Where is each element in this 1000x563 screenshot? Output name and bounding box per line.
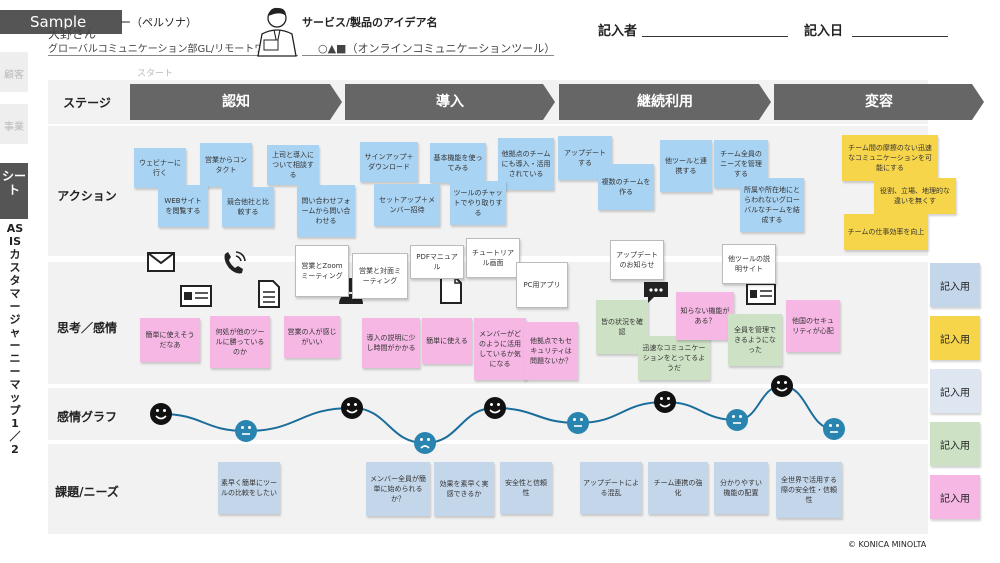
idea-label: サービス/製品のアイデア名 (302, 16, 438, 29)
touchpoint-note: PDFマニュアル (410, 245, 464, 279)
touchpoint-note: 営業と対面ミーティング (352, 253, 408, 299)
action-note: 基本機能を使ってみる (430, 143, 486, 183)
idea-name: ○▲■（オンラインコミュニケーションツール） (318, 42, 556, 55)
row-label-action: アクション (57, 189, 117, 203)
thought-note: 迅速なコミュニケーションをとってるようだ (638, 336, 710, 380)
side-tab-2[interactable]: 事業 (0, 104, 28, 144)
mail-icon (147, 252, 175, 272)
neutral-face-icon (235, 420, 257, 442)
side-tab-active[interactable]: シート (0, 163, 28, 219)
thought-note: 簡単に使えそうだなあ (140, 318, 200, 362)
needs-note: チーム連携の強化 (648, 462, 708, 514)
thought-note: 他国のセキュリティが心配 (786, 300, 840, 352)
copyright: © KONICA MINOLTA (848, 540, 927, 549)
side-tab-1[interactable]: 顧客 (0, 52, 28, 92)
action-note: サインアップ＋ダウンロード (360, 142, 418, 182)
action-note: 競合他社と比較する (222, 187, 274, 227)
neutral-face-icon (823, 418, 845, 440)
web-form-icon (746, 283, 776, 305)
stage-awareness: 認知 (130, 84, 342, 120)
action-note: ウェビナーに行く (134, 148, 186, 188)
date-label: 記入日 (804, 24, 844, 39)
thought-note: 導入の説明に少し時間がかかる (362, 318, 420, 368)
action-note: 所属や所在地にとらわれないグローバルなチームを結成する (740, 178, 804, 232)
needs-note: 安全性と信頼性 (500, 462, 552, 514)
thought-note: 営業の人が感じがいい (284, 316, 340, 358)
neutral-face-icon (726, 409, 748, 431)
stage-introduction: 導入 (345, 84, 555, 120)
date-field[interactable] (852, 36, 948, 37)
thought-note: 全員を管理できるようになった (728, 314, 782, 366)
touchpoint-note: アップデートのお知らせ (610, 240, 664, 280)
thought-note: 他拠点でもセキュリティは問題ないか？ (524, 322, 578, 380)
touchpoint-note: PC用アプリ (516, 262, 568, 308)
happy-face-icon (341, 397, 363, 419)
needs-note: 全世界で活用する際の安全性・信頼性 (776, 462, 842, 518)
fill-in-note[interactable]: 記入用 (930, 422, 980, 466)
row-label-needs: 課題/ニーズ (55, 485, 119, 499)
action-note: チームの仕事効率を向上 (844, 214, 928, 250)
thought-note: 簡単に使える (422, 318, 472, 364)
needs-note: アップデートによる混乱 (580, 462, 642, 514)
fill-in-note[interactable]: 記入用 (930, 369, 980, 413)
fill-in-note[interactable]: 記入用 (930, 475, 980, 519)
thought-note: メンバーがどのように活用しているか気になる (474, 318, 526, 380)
neutral-face-icon (567, 412, 589, 434)
action-note: 営業からコンタクト (200, 143, 252, 187)
emotion-line (160, 384, 835, 445)
writer-label: 記入者 (598, 24, 638, 39)
row-label-stage: ステージ (63, 96, 111, 110)
touchpoint-note: 他ツールの説明サイト (722, 244, 776, 284)
action-note: セットアップ＋メンバー招待 (374, 184, 440, 226)
row-label-emotion: 感情グラフ (56, 410, 117, 424)
action-note: 他拠点のチームにも導入・活用されている (498, 138, 554, 190)
persona-underline (48, 55, 298, 56)
sad-face-icon (414, 432, 436, 454)
action-note: 役割、立場、地理的な違いを無くす (874, 178, 956, 214)
stage-continued-use: 継続利用 (559, 84, 771, 120)
action-note: 問い合わせフォームから問い合わせる (297, 185, 355, 237)
needs-note: 効果を素早く実感できるか (434, 462, 494, 516)
persona-role: グローバルコミュニケーション部GL/リモートワーク (48, 44, 285, 55)
touchpoint-note: チュートリアル画面 (466, 238, 520, 278)
persona-name: 大野さん (48, 27, 97, 41)
action-note: WEBサイトを閲覧する (158, 185, 208, 227)
web-form-icon (180, 285, 212, 307)
thought-note: 知らない機能がある？ (676, 292, 734, 340)
document-icon (258, 280, 280, 308)
happy-face-icon (150, 403, 172, 425)
happy-face-icon (654, 391, 676, 413)
sample-label: Sample (0, 10, 122, 34)
persona-label: ー（ペルソナ） (120, 16, 197, 29)
action-note: 他ツールと連携する (660, 140, 712, 192)
fill-in-note[interactable]: 記入用 (930, 316, 980, 360)
phone-icon (224, 251, 246, 274)
action-note: チーム間の摩擦のない迅速なコミュニケーションを可能にする (842, 135, 938, 181)
chat-icon (644, 282, 668, 303)
action-note: 複数のチームを作る (598, 164, 654, 210)
persona-illustration (257, 7, 297, 57)
idea-underline (302, 55, 554, 56)
start-label: スタート (137, 69, 174, 79)
action-note: 上司と導入について相談する (267, 145, 319, 185)
row-label-thought: 思考／感情 (56, 321, 117, 335)
needs-note: 分かりやすい機能の配置 (714, 462, 768, 514)
fill-in-note[interactable]: 記入用 (930, 263, 980, 307)
stage-transformation: 変容 (774, 84, 984, 120)
touchpoint-note: 営業とZoomミーティング (295, 245, 349, 297)
writer-field[interactable] (642, 36, 788, 37)
needs-note: メンバー全員が簡単に始められるか？ (366, 462, 430, 516)
sheet-title: AS IS カスタマージャーニーマップ 1／2 (6, 222, 24, 456)
thought-note: 何処が他のツールに勝っているのか (210, 316, 270, 368)
happy-face-icon (771, 375, 793, 397)
action-note: ツールのチャットでやり取りする (450, 181, 506, 225)
pdf-icon (440, 276, 462, 304)
needs-note: 素早く簡単にツールの比較をしたい (218, 462, 280, 514)
happy-face-icon (484, 397, 506, 419)
